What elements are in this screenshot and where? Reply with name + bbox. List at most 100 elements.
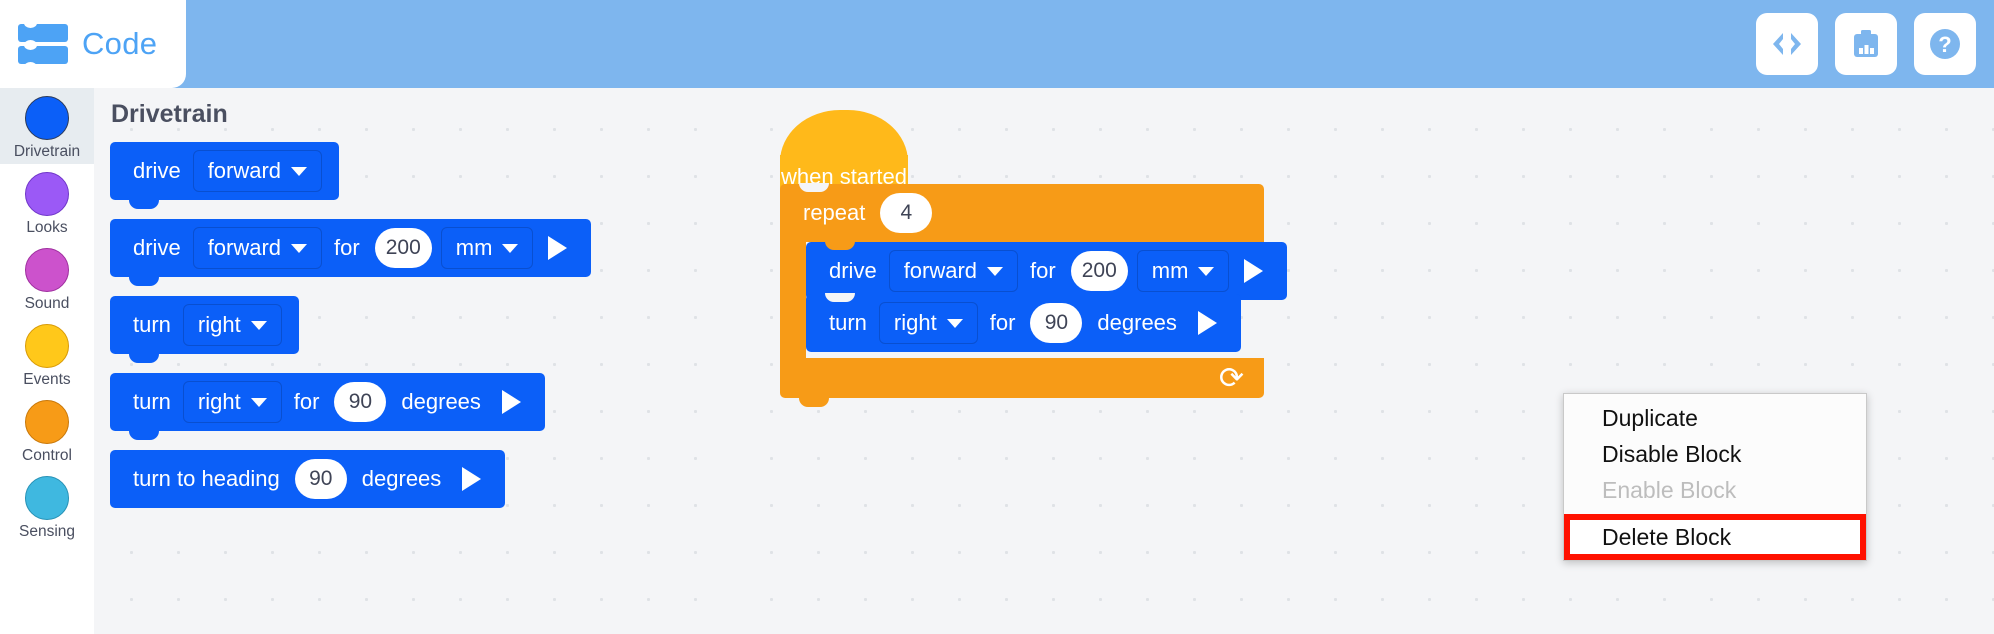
app-title: Code	[82, 26, 158, 61]
palette-block-turn-to-heading[interactable]: turn to heading 90 degrees	[110, 450, 506, 508]
play-icon[interactable]	[548, 236, 568, 260]
menu-item-label: Enable Block	[1602, 476, 1737, 503]
turn-direction-dropdown[interactable]: right	[878, 302, 978, 344]
sidebar-item-sound[interactable]: Sound	[0, 240, 94, 316]
chevron-down-icon	[291, 243, 308, 253]
workspace-block-drive[interactable]: drive forward for 200 mm	[806, 241, 1288, 309]
context-menu-item-delete-block[interactable]: Delete Block	[1564, 514, 1866, 560]
sidebar-item-sensing[interactable]: Sensing	[0, 468, 94, 544]
looks-color-dot	[25, 172, 69, 216]
chevron-down-icon	[502, 243, 519, 253]
control-color-dot	[25, 400, 69, 444]
for-label: for	[989, 310, 1016, 335]
heading-input[interactable]: 90	[294, 459, 347, 499]
play-icon[interactable]	[1197, 311, 1217, 335]
dropdown-value: forward	[903, 258, 978, 283]
sound-color-dot	[25, 248, 69, 292]
unit-dropdown[interactable]: mm	[440, 227, 534, 269]
sidebar-item-events[interactable]: Events	[0, 316, 94, 392]
unit-dropdown[interactable]: mm	[1136, 250, 1230, 292]
degrees-label: degrees	[1097, 310, 1177, 335]
degrees-label: degrees	[361, 466, 442, 491]
block-label: drive	[133, 235, 181, 260]
palette-block-drive-direction[interactable]: drive forward	[110, 142, 340, 209]
for-label: for	[293, 389, 320, 414]
events-color-dot	[25, 324, 69, 368]
toolbar-actions: ?	[1756, 0, 1976, 88]
degrees-input[interactable]: 90	[1030, 303, 1083, 343]
block-palette[interactable]: Drivetrain drive forward drive forward f…	[94, 88, 734, 634]
play-icon[interactable]	[462, 467, 482, 491]
block-label: turn	[829, 310, 867, 335]
data-monitor-button[interactable]	[1835, 13, 1897, 75]
block-label: drive	[133, 158, 181, 183]
block-label: repeat	[803, 200, 866, 225]
drivetrain-color-dot	[25, 96, 69, 140]
chevron-down-icon	[1198, 266, 1215, 276]
palette-block-turn-direction[interactable]: turn right	[110, 296, 299, 363]
block-label: drive	[829, 258, 877, 283]
sidebar-item-label: Sensing	[18, 523, 75, 540]
sidebar-item-label: Sound	[24, 295, 70, 312]
turn-direction-dropdown[interactable]: right	[182, 304, 282, 346]
repeat-left-arm	[780, 242, 806, 358]
distance-input[interactable]: 200	[1070, 251, 1128, 291]
context-menu-item-enable-block: Enable Block	[1564, 472, 1866, 508]
dropdown-value: right	[197, 389, 241, 414]
distance-input[interactable]: 200	[374, 228, 432, 268]
direction-dropdown[interactable]: forward	[192, 150, 323, 192]
sidebar-item-label: Looks	[26, 219, 68, 236]
chevron-down-icon	[250, 320, 267, 330]
for-label: for	[1030, 258, 1056, 283]
sidebar-item-drivetrain[interactable]: Drivetrain	[0, 88, 94, 164]
vexcode-blocks-icon	[18, 18, 68, 72]
dropdown-value: mm	[455, 235, 493, 260]
degrees-input[interactable]: 90	[334, 382, 387, 422]
menu-item-label: Delete Block	[1602, 523, 1732, 550]
for-label: for	[334, 235, 360, 260]
palette-block-turn-degrees[interactable]: turn right for 90 degrees	[110, 373, 545, 440]
dropdown-value: mm	[1151, 258, 1189, 283]
block-label: turn	[133, 389, 171, 414]
menu-item-label: Duplicate	[1602, 404, 1698, 431]
play-icon[interactable]	[1244, 259, 1264, 283]
svg-text:?: ?	[1938, 32, 1951, 57]
sidebar-item-label: Control	[22, 447, 72, 464]
direction-dropdown[interactable]: forward	[888, 250, 1019, 292]
category-sidebar: Drivetrain Looks Sound Events Control Se…	[0, 88, 94, 634]
sidebar-item-looks[interactable]: Looks	[0, 164, 94, 240]
sidebar-item-label: Drivetrain	[13, 143, 81, 160]
dropdown-value: right	[893, 310, 937, 335]
chevron-down-icon	[946, 318, 963, 328]
workspace-block-turn[interactable]: turn right for 90 degrees	[806, 293, 1241, 352]
app-logo-tab[interactable]: Code	[0, 0, 186, 88]
sidebar-item-control[interactable]: Control	[0, 392, 94, 468]
dropdown-value: forward	[207, 235, 282, 260]
direction-dropdown[interactable]: forward	[192, 227, 323, 269]
top-bar: Code ?	[0, 0, 1994, 88]
menu-item-label: Disable Block	[1602, 440, 1742, 467]
turn-direction-dropdown[interactable]: right	[182, 381, 282, 423]
repeat-count-input[interactable]: 4	[880, 193, 933, 233]
context-menu-item-duplicate[interactable]: Duplicate	[1564, 400, 1866, 436]
repeat-footer: ⟳	[780, 358, 1264, 407]
sidebar-item-label: Events	[23, 371, 71, 388]
context-menu-item-disable-block[interactable]: Disable Block	[1564, 436, 1866, 472]
block-label: turn	[133, 312, 171, 337]
chevron-down-icon	[987, 266, 1004, 276]
block-context-menu[interactable]: Duplicate Disable Block Enable Block Del…	[1563, 393, 1867, 561]
repeat-header[interactable]: repeat 4	[780, 183, 1264, 242]
help-button[interactable]: ?	[1914, 13, 1976, 75]
workspace-block-repeat[interactable]: repeat 4 ⟳	[780, 183, 1264, 407]
palette-block-drive-distance[interactable]: drive forward for 200 mm	[110, 219, 592, 286]
degrees-label: degrees	[401, 389, 481, 414]
dropdown-value: right	[197, 312, 241, 337]
dropdown-value: forward	[207, 158, 282, 183]
sensing-color-dot	[25, 476, 69, 520]
block-label: turn to heading	[133, 466, 280, 491]
palette-category-title: Drivetrain	[111, 100, 228, 128]
chevron-down-icon	[291, 166, 308, 176]
chevron-down-icon	[250, 397, 267, 407]
code-viewer-button[interactable]	[1756, 13, 1818, 75]
play-icon[interactable]	[501, 390, 521, 414]
